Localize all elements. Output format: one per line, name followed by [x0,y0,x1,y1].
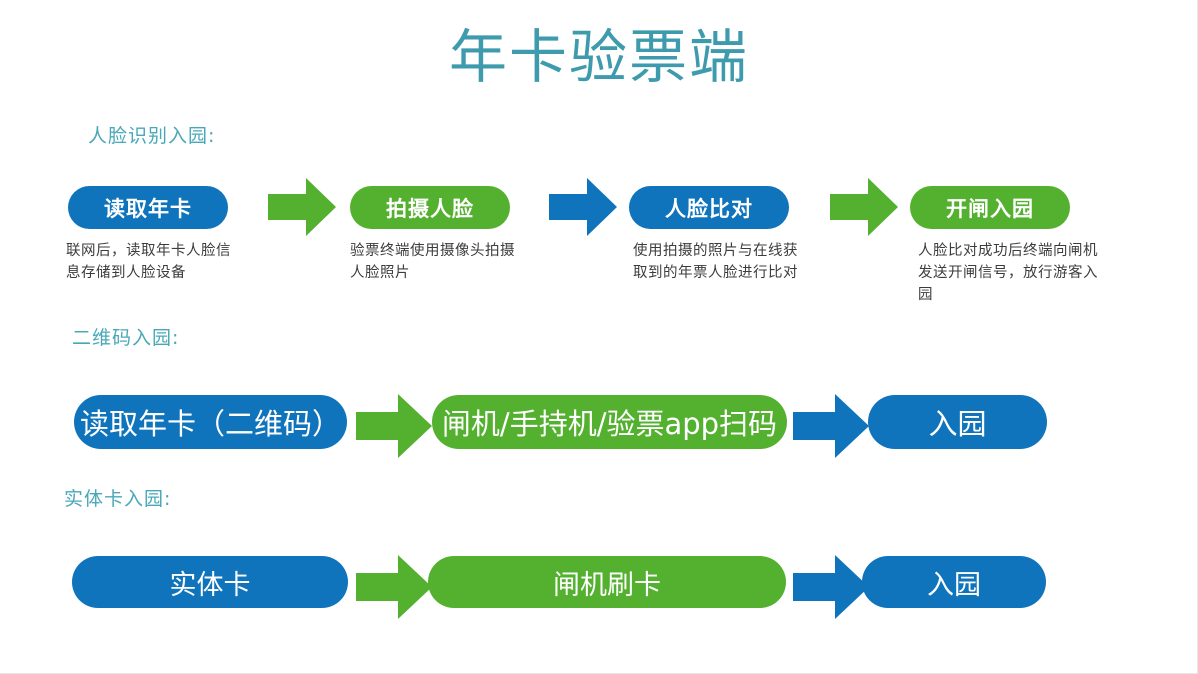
step-description-read-annual-card: 联网后，读取年卡人脸信息存储到人脸设备 [66,243,231,281]
section-caption-physical-card: 实体卡入园: [64,488,172,510]
arrow-right-blue-icon [549,176,617,238]
step-box-scan-qr-code[interactable]: 闸机/手持机/验票app扫码 [432,395,787,449]
arrow-right-blue-icon [793,553,869,621]
step-box-compare-face[interactable]: 人脸比对 [629,186,789,229]
step-box-enter-park-card[interactable]: 入园 [862,556,1046,608]
step-box-physical-card[interactable]: 实体卡 [72,556,348,608]
step-box-enter-park-qr[interactable]: 入园 [868,395,1047,449]
step-box-open-gate-enter-park[interactable]: 开闸入园 [910,186,1070,229]
step-description-open-gate: 人脸比对成功后终端向闸机发送开闸信号，放行游客入园 [918,243,1098,303]
page-title: 年卡验票端 [448,23,749,91]
arrow-right-green-icon [830,176,898,238]
step-box-read-annual-card[interactable]: 读取年卡 [68,186,228,229]
step-description-compare-face: 使用拍摄的照片与在线获取到的年票人脸进行比对 [633,243,798,281]
step-description-capture-face: 验票终端使用摄像头拍摄人脸照片 [350,243,515,281]
step-box-capture-face[interactable]: 拍摄人脸 [350,186,510,229]
arrow-right-green-icon [268,176,336,238]
arrow-right-green-icon [356,553,432,621]
step-box-gate-swipe-card[interactable]: 闸机刷卡 [428,556,786,608]
arrow-right-blue-icon [793,392,869,460]
section-caption-face-recognition: 人脸识别入园: [88,125,216,147]
arrow-right-green-icon [356,392,432,460]
section-caption-qr-code: 二维码入园: [72,327,180,349]
step-box-read-annual-card-qr[interactable]: 读取年卡（二维码） [74,395,347,449]
